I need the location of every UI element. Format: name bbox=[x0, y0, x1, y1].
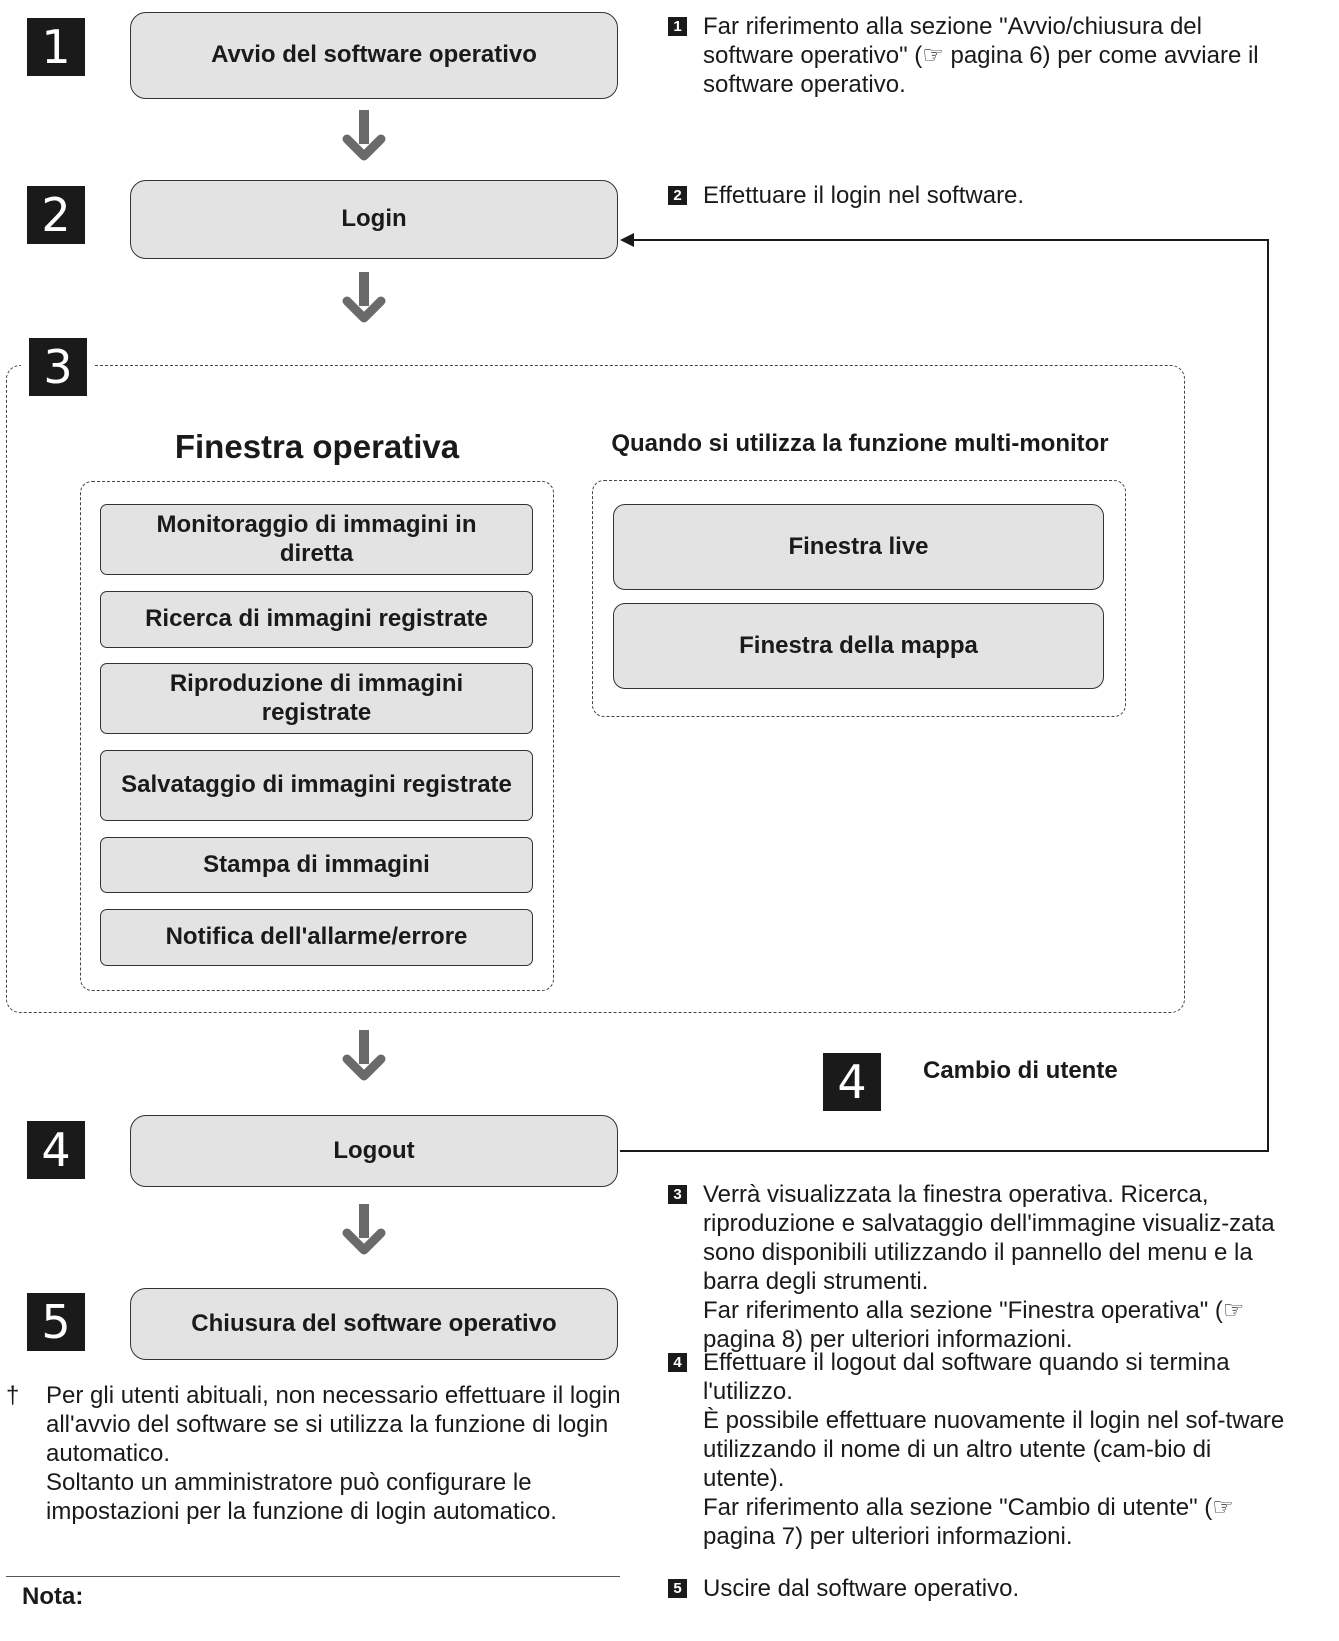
note-4-text: Effettuare il logout dal software quando… bbox=[703, 1349, 1230, 1405]
user-change-number: 4 bbox=[823, 1053, 881, 1111]
step-number-1: 1 bbox=[27, 18, 85, 76]
nota-divider bbox=[6, 1576, 620, 1577]
note-number-1: 1 bbox=[668, 17, 687, 36]
user-change-label: Cambio di utente bbox=[923, 1057, 1118, 1084]
footnote-text: Per gli utenti abituali, non necessario … bbox=[46, 1382, 621, 1467]
function-alarm-error-notification: Notifica dell'allarme/errore bbox=[100, 909, 533, 966]
step-number-3: 3 bbox=[29, 338, 87, 396]
function-print-images: Stampa di immagini bbox=[100, 837, 533, 893]
function-live-monitoring: Monitoraggio di immagini in diretta bbox=[100, 504, 533, 575]
note-4-reference: Far riferimento alla sezione "Cambio di … bbox=[703, 1494, 1234, 1550]
arrow-down-icon bbox=[342, 272, 386, 323]
arrow-down-icon bbox=[342, 110, 386, 161]
note-number-4: 4 bbox=[668, 1353, 687, 1372]
arrow-down-icon bbox=[342, 1030, 386, 1081]
note-step-4: 4 Effettuare il logout dal software quan… bbox=[668, 1348, 1286, 1551]
note-step-5: 5 Uscire dal software operativo. bbox=[668, 1574, 1286, 1603]
footnote-admin-text: Soltanto un amministratore può configura… bbox=[46, 1469, 557, 1525]
nota-heading: Nota: bbox=[22, 1583, 84, 1610]
operative-functions-frame bbox=[80, 481, 554, 991]
function-playback-recorded: Riproduzione di immagini registrate bbox=[100, 663, 533, 734]
note-5-text: Uscire dal software operativo. bbox=[703, 1575, 1020, 1602]
note-3-reference: Far riferimento alla sezione "Finestra o… bbox=[703, 1297, 1245, 1353]
footnote: † Per gli utenti abituali, non necessari… bbox=[6, 1381, 631, 1526]
footnote-marker: † bbox=[6, 1382, 20, 1409]
step-number-4: 4 bbox=[27, 1121, 85, 1179]
function-search-recorded: Ricerca di immagini registrate bbox=[100, 591, 533, 648]
note-2-text: Effettuare il login nel software. bbox=[703, 182, 1025, 209]
operative-window-title: Finestra operativa bbox=[174, 428, 460, 465]
step-number-5: 5 bbox=[27, 1293, 85, 1351]
note-step-3: 3 Verrà visualizzata la finestra operati… bbox=[668, 1180, 1286, 1354]
function-save-recorded: Salvataggio di immagini registrate bbox=[100, 750, 533, 821]
multimonitor-title: Quando si utilizza la funzione multi-mon… bbox=[611, 430, 1109, 457]
note-number-2: 2 bbox=[668, 186, 687, 205]
arrow-down-icon bbox=[342, 1204, 386, 1255]
step-login-box: Login bbox=[130, 180, 618, 259]
map-window-box: Finestra della mappa bbox=[613, 603, 1104, 689]
note-4-user-change: È possibile effettuare nuovamente il log… bbox=[703, 1407, 1285, 1492]
note-1-text: Far riferimento alla sezione "Avvio/chiu… bbox=[703, 13, 1259, 98]
multimonitor-frame bbox=[592, 480, 1126, 717]
note-step-1: 1 Far riferimento alla sezione "Avvio/ch… bbox=[668, 12, 1288, 99]
step-logout-box: Logout bbox=[130, 1115, 618, 1187]
note-number-3: 3 bbox=[668, 1185, 687, 1204]
live-window-box: Finestra live bbox=[613, 504, 1104, 590]
step-3-frame bbox=[6, 365, 1185, 1013]
note-3-text: Verrà visualizzata la finestra operativa… bbox=[703, 1181, 1275, 1295]
note-step-2: 2 Effettuare il login nel software. bbox=[668, 181, 1288, 210]
step-number-2: 2 bbox=[27, 186, 85, 244]
step-close-box: Chiusura del software operativo bbox=[130, 1288, 618, 1360]
step-start-box: Avvio del software operativo bbox=[130, 12, 618, 99]
note-number-5: 5 bbox=[668, 1579, 687, 1598]
